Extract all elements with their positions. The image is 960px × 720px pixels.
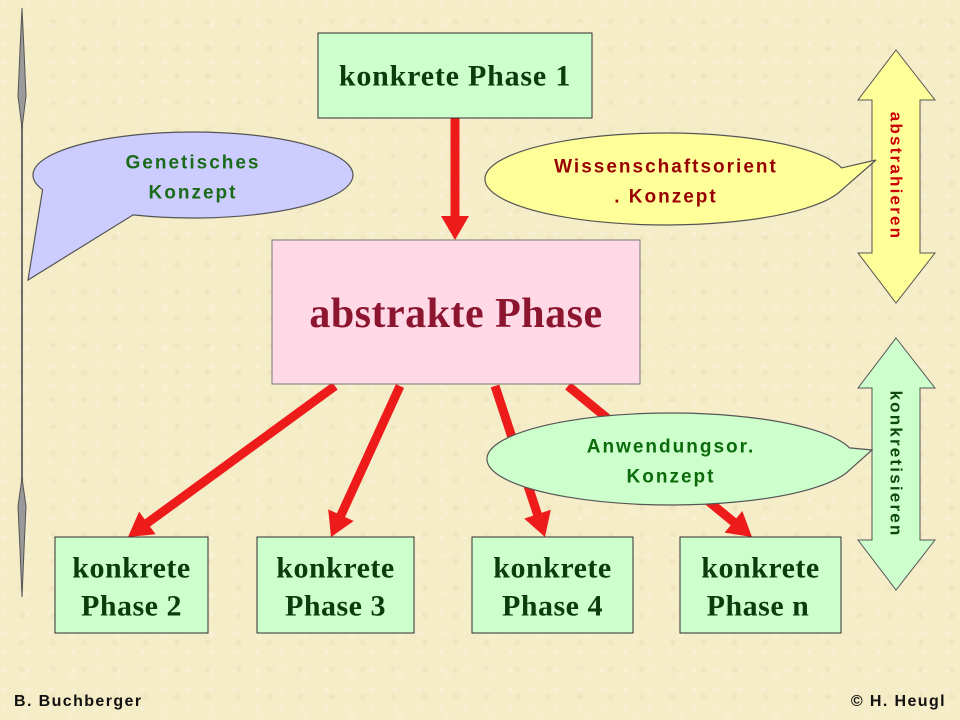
- box-label-line2: Phase n: [707, 590, 810, 623]
- box-label-line2: Phase 3: [285, 590, 386, 623]
- arrow-shaft: [335, 384, 405, 521]
- footer-copyright-right: © H. Heugl: [851, 693, 946, 710]
- arrowhead-icon: [128, 511, 156, 537]
- box-label-line2: Phase 2: [81, 590, 182, 623]
- abstracting-label: abstrahieren: [887, 112, 906, 240]
- box-label-line2: Phase 4: [502, 590, 603, 623]
- science-oriented-concept-bubble: Wissenschaftsorient . Konzept: [484, 132, 877, 226]
- arrow-abstract-to-phase2: [128, 382, 338, 537]
- double-arrow-icon: [856, 337, 937, 591]
- concrete-phase-2-box: konkrete Phase 2: [54, 536, 209, 634]
- concrete-phase-n-box: konkrete Phase n: [679, 536, 842, 634]
- double-arrow-icon: [856, 49, 937, 304]
- arrowhead-icon: [524, 509, 551, 537]
- application-oriented-concept-bubble: Anwendungsor. Konzept: [486, 412, 874, 506]
- box-label-line1: konkrete: [72, 552, 190, 585]
- bubble-text-line2: Konzept: [627, 467, 716, 488]
- arrowhead-icon: [724, 511, 752, 537]
- concretizing-label: konkretisieren: [887, 390, 906, 537]
- arrow-phase1-to-abstract: [441, 116, 469, 240]
- box-label-line1: konkrete: [493, 552, 611, 585]
- abstract-phase-label: abstrakte Phase: [309, 291, 602, 337]
- speech-bubble-shape: [27, 131, 354, 282]
- box-label-line1: konkrete: [276, 552, 394, 585]
- bubble-text-line2: Konzept: [149, 183, 238, 204]
- bubble-text-line2: . Konzept: [614, 187, 718, 208]
- speech-bubble-shape: [486, 412, 874, 506]
- bubble-text-line1: Anwendungsor.: [587, 437, 756, 458]
- concrete-phase-3-box: konkrete Phase 3: [256, 536, 415, 634]
- box-shape: [256, 536, 415, 634]
- abstracting-double-arrow: abstrahieren: [856, 49, 937, 304]
- genetic-concept-bubble: Genetisches Konzept: [27, 131, 354, 282]
- box-shape: [471, 536, 634, 634]
- concretizing-double-arrow: konkretisieren: [856, 337, 937, 591]
- box-shape: [271, 239, 641, 385]
- box-label-line1: konkrete: [701, 552, 819, 585]
- box-shape: [54, 536, 209, 634]
- arrowhead-icon: [328, 509, 354, 537]
- left-vertical-double-arrow: [17, 7, 27, 598]
- concrete-phase-1-box: konkrete Phase 1: [317, 32, 593, 119]
- up-arrowhead-icon: [17, 7, 27, 129]
- abstract-phase-box: abstrakte Phase: [271, 239, 641, 385]
- down-arrowhead-icon: [17, 477, 27, 598]
- arrow-shaft: [141, 382, 338, 529]
- box-shape: [679, 536, 842, 634]
- footer-author-left: B. Buchberger: [14, 693, 142, 710]
- bubble-text-line1: Wissenschaftsorient: [554, 157, 778, 178]
- arrow-abstract-to-phase3: [328, 384, 405, 537]
- speech-bubble-shape: [484, 132, 877, 226]
- arrowhead-icon: [441, 216, 469, 240]
- concrete-phase-4-box: konkrete Phase 4: [471, 536, 634, 634]
- concrete-phase-1-label: konkrete Phase 1: [339, 60, 571, 93]
- box-shape: [317, 32, 593, 119]
- bubble-text-line1: Genetisches: [126, 153, 261, 174]
